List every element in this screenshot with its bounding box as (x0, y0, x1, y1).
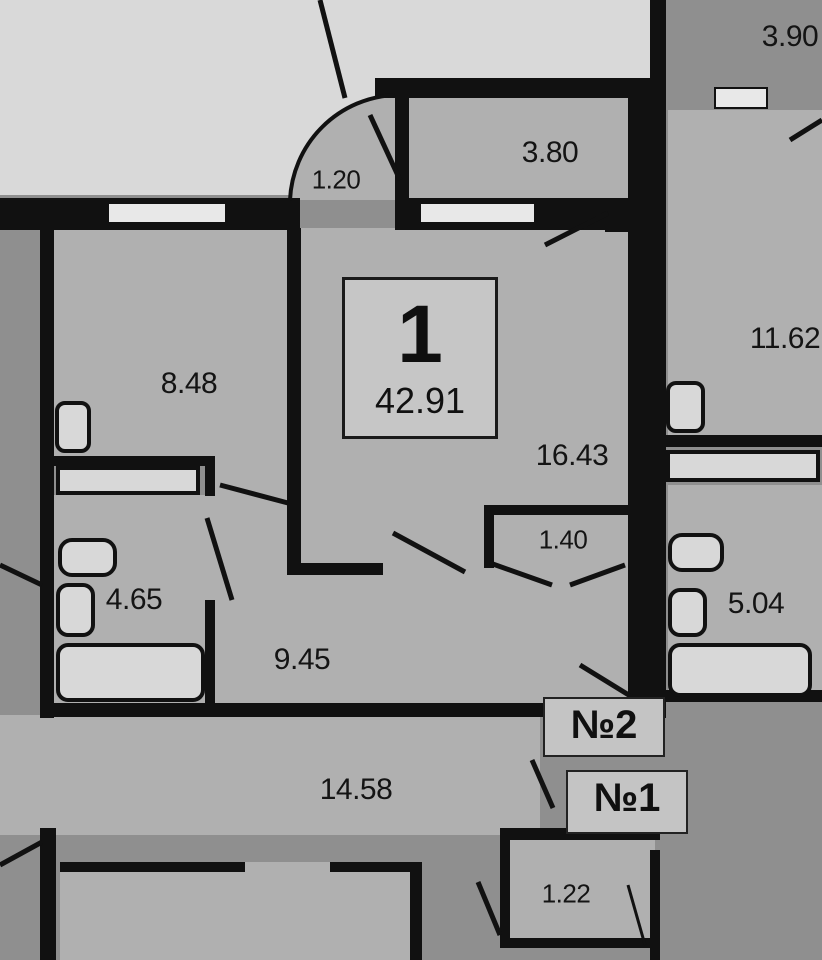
windows (107, 87, 768, 224)
room-area-balcony-small: 1.20 (311, 164, 361, 195)
wall-lobby-bottom (500, 938, 660, 948)
washer-right (666, 450, 820, 482)
door-line-9 (578, 662, 634, 700)
door-line-2 (367, 113, 403, 182)
door-line-8 (569, 562, 626, 588)
door-line-14 (475, 881, 503, 936)
wall-lower-a (60, 862, 245, 872)
wall-bath-right (205, 600, 215, 715)
wall-closet-left (484, 505, 494, 568)
bottom-room-fill (60, 862, 415, 960)
bathtub-right (668, 643, 812, 697)
apartment-number: 1 (397, 289, 443, 380)
wall-bath-top (54, 456, 212, 466)
toilet-left (56, 583, 95, 637)
room-area-bathroom-right: 5.04 (727, 587, 785, 620)
door-line-10 (0, 562, 44, 588)
door-line-7 (489, 560, 553, 588)
balcony-arc (288, 93, 396, 201)
door-line-6 (391, 530, 467, 575)
apartment-total-area: 42.91 (374, 380, 466, 421)
room-area-right-room: 11.62 (749, 322, 821, 355)
room-area-bedroom: 8.48 (160, 367, 218, 400)
window-2 (419, 202, 536, 224)
wall-left (40, 228, 54, 718)
toilet-right (668, 588, 707, 637)
wall-right-room-bottom (664, 435, 822, 447)
fixtures (55, 381, 820, 702)
wall-right-upper (650, 0, 666, 95)
sink-left-bed (55, 401, 91, 453)
door-line-1 (317, 0, 348, 99)
door-line-13 (529, 758, 556, 810)
balcony-small-fill (290, 95, 395, 200)
room-area-closet: 1.40 (538, 524, 588, 555)
wall-lobby-left (500, 828, 510, 943)
door-line-11 (788, 117, 822, 143)
apartment-label-box: 1 42.91 (342, 277, 498, 439)
door-line-12 (0, 839, 44, 868)
corridor-fill (0, 715, 540, 835)
unit-marker-1: №1 (566, 770, 688, 834)
wall-partition-foot (287, 563, 383, 575)
room-area-living: 16.43 (535, 439, 609, 472)
door-line-5 (204, 517, 235, 601)
room-area-lobby: 1.22 (541, 878, 591, 909)
washer-left (56, 466, 200, 495)
wall-bottom (40, 703, 640, 717)
wall-lower-left (40, 828, 56, 960)
window-1 (107, 202, 227, 224)
balcony-fill (395, 90, 635, 210)
wall-stub (605, 200, 630, 232)
room-area-bathroom-left: 4.65 (105, 583, 163, 616)
window-3 (714, 87, 768, 109)
door-line-4 (219, 482, 289, 506)
wall-right-main (628, 78, 666, 718)
wall-lobby-right (650, 850, 660, 960)
wall-bath-door-jamb (205, 456, 215, 496)
room-right-fill (668, 110, 822, 435)
wall-partition (287, 228, 301, 573)
room-area-balcony: 3.80 (521, 136, 579, 169)
wall-balcony-left (395, 90, 409, 210)
bedroom-fill (52, 228, 297, 463)
sink-left-bath (58, 538, 117, 577)
sink-right-room (666, 381, 705, 433)
wall-lower-b (330, 862, 420, 872)
wall-lower-c (410, 862, 422, 960)
bathtub-left (56, 643, 205, 702)
room-area-corridor: 14.58 (319, 773, 393, 806)
room-area-right-top: 3.90 (761, 20, 819, 53)
door-line-3 (543, 210, 610, 248)
sink-right-bath (668, 533, 724, 572)
unit-marker-2: №2 (543, 697, 665, 757)
room-area-hallway: 9.45 (273, 643, 331, 676)
wall-balcony-top (375, 78, 665, 98)
door-line-15 (626, 884, 647, 946)
wall-closet-top (484, 505, 656, 515)
